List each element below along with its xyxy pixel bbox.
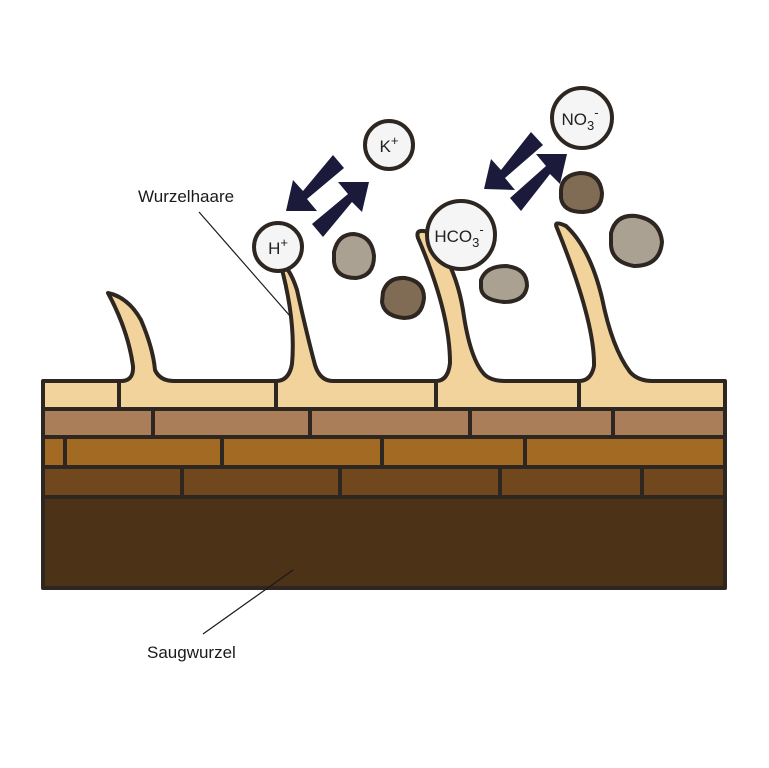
soil-particle	[609, 213, 665, 269]
ion-h-plus-sup: +	[280, 235, 288, 250]
ion-hco3-minus: HCO3-	[425, 199, 497, 271]
ion-no3-sub: 3	[587, 118, 594, 133]
ion-k-plus-sup: +	[391, 133, 399, 148]
svg-text:H+: H+	[268, 235, 288, 258]
arrow-in-no3	[510, 154, 567, 211]
leader-line-root-hairs	[198, 211, 291, 317]
svg-text:NO3-: NO3-	[561, 105, 598, 133]
label-absorbing-root: Saugwurzel	[147, 643, 236, 662]
ion-no3-sup: -	[594, 105, 598, 120]
tissue-row-1	[41, 407, 727, 439]
leader-lines	[198, 211, 294, 635]
leader-line-absorbing-root	[202, 569, 294, 635]
arrow-out-h-plus	[286, 155, 344, 211]
ions: H+ K+ HCO3- NO3-	[252, 86, 614, 273]
ion-hco3-sup: -	[479, 222, 483, 237]
exchange-arrows	[286, 132, 567, 237]
saugwurzel-core	[41, 495, 727, 590]
soil-particle	[559, 170, 605, 215]
root-tissue	[41, 407, 727, 590]
tissue-row-2	[41, 435, 727, 469]
soil-particles	[332, 170, 665, 321]
soil-particle	[332, 231, 377, 281]
ion-no3-minus: NO3-	[550, 86, 614, 150]
ion-hco3-sub: 3	[472, 235, 479, 250]
arrow-out-hco3	[484, 132, 543, 190]
svg-text:HCO3-: HCO3-	[434, 222, 483, 250]
arrow-in-k-plus	[312, 182, 369, 237]
svg-text:K+: K+	[380, 133, 399, 156]
label-root-hairs: Wurzelhaare	[138, 187, 234, 206]
tissue-row-3	[41, 465, 727, 499]
root-hair-4	[554, 221, 727, 411]
ion-k-plus-base: K	[380, 137, 392, 156]
epidermis-cell-1	[41, 379, 121, 411]
ion-h-plus-base: H	[268, 239, 280, 258]
ion-k-plus: K+	[363, 119, 415, 171]
root-hair-1	[106, 291, 278, 411]
soil-particle	[379, 275, 427, 321]
soil-particle	[479, 263, 530, 305]
ion-hco3-base: HCO	[434, 227, 472, 246]
ion-h-plus: H+	[252, 221, 304, 273]
epidermis	[41, 221, 727, 411]
ion-no3-base: NO	[561, 110, 587, 129]
root-hair-2	[274, 260, 438, 411]
